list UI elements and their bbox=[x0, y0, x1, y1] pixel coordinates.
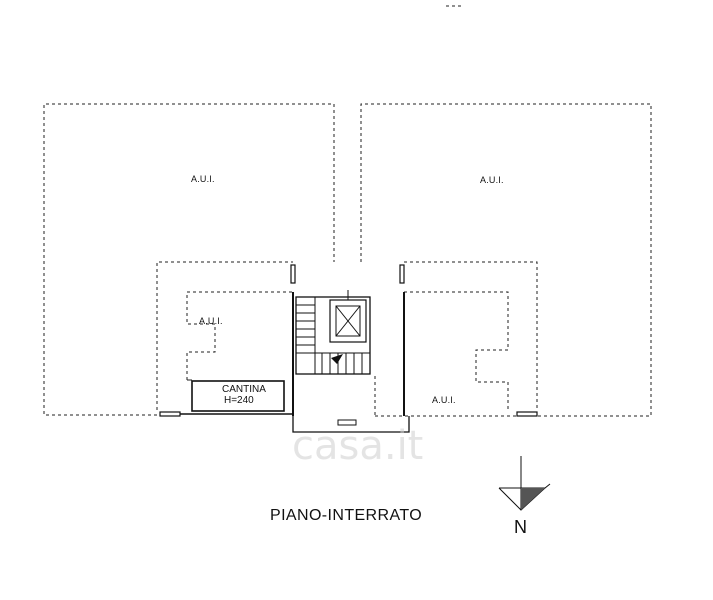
cellar-label-height: H=240 bbox=[224, 395, 254, 406]
stair-steps-bottom bbox=[315, 352, 370, 374]
room-label-inner-left: A.U.I. bbox=[199, 316, 223, 326]
lift-cross-b bbox=[335, 305, 361, 337]
window-marker-bottom-left bbox=[159, 411, 181, 417]
room-outline-top-right bbox=[360, 103, 652, 417]
room-label-inner-right: A.U.I. bbox=[432, 395, 456, 405]
room-outline-inner-right-step bbox=[404, 291, 509, 410]
stair-direction-arrow bbox=[331, 354, 343, 364]
window-marker-bottom-right bbox=[516, 411, 538, 417]
room-label-top-right: A.U.I. bbox=[480, 175, 504, 185]
room-outline-top-left bbox=[43, 103, 335, 416]
north-arrow bbox=[498, 456, 551, 511]
room-outline-inner-right bbox=[404, 261, 538, 410]
lift-cabin bbox=[335, 305, 361, 337]
wall-bottom-notch bbox=[292, 416, 410, 433]
room-outline-inner-left bbox=[156, 261, 293, 410]
stair-steps-left bbox=[296, 297, 316, 374]
window-marker-right bbox=[399, 264, 405, 284]
cellar-outline bbox=[191, 380, 285, 412]
watermark-logo: casa.it bbox=[292, 423, 424, 469]
room-outline-inner-left-step bbox=[186, 291, 293, 380]
room-label-top-left: A.U.I. bbox=[191, 174, 215, 184]
north-label: N bbox=[514, 517, 527, 537]
wall-bottom-vent bbox=[337, 419, 357, 426]
cellar-label-name: CANTINA bbox=[222, 384, 266, 395]
stair-block-outline bbox=[295, 296, 371, 375]
floor-title: PIANO-INTERRATO bbox=[270, 507, 423, 524]
window-marker-left bbox=[290, 264, 296, 284]
